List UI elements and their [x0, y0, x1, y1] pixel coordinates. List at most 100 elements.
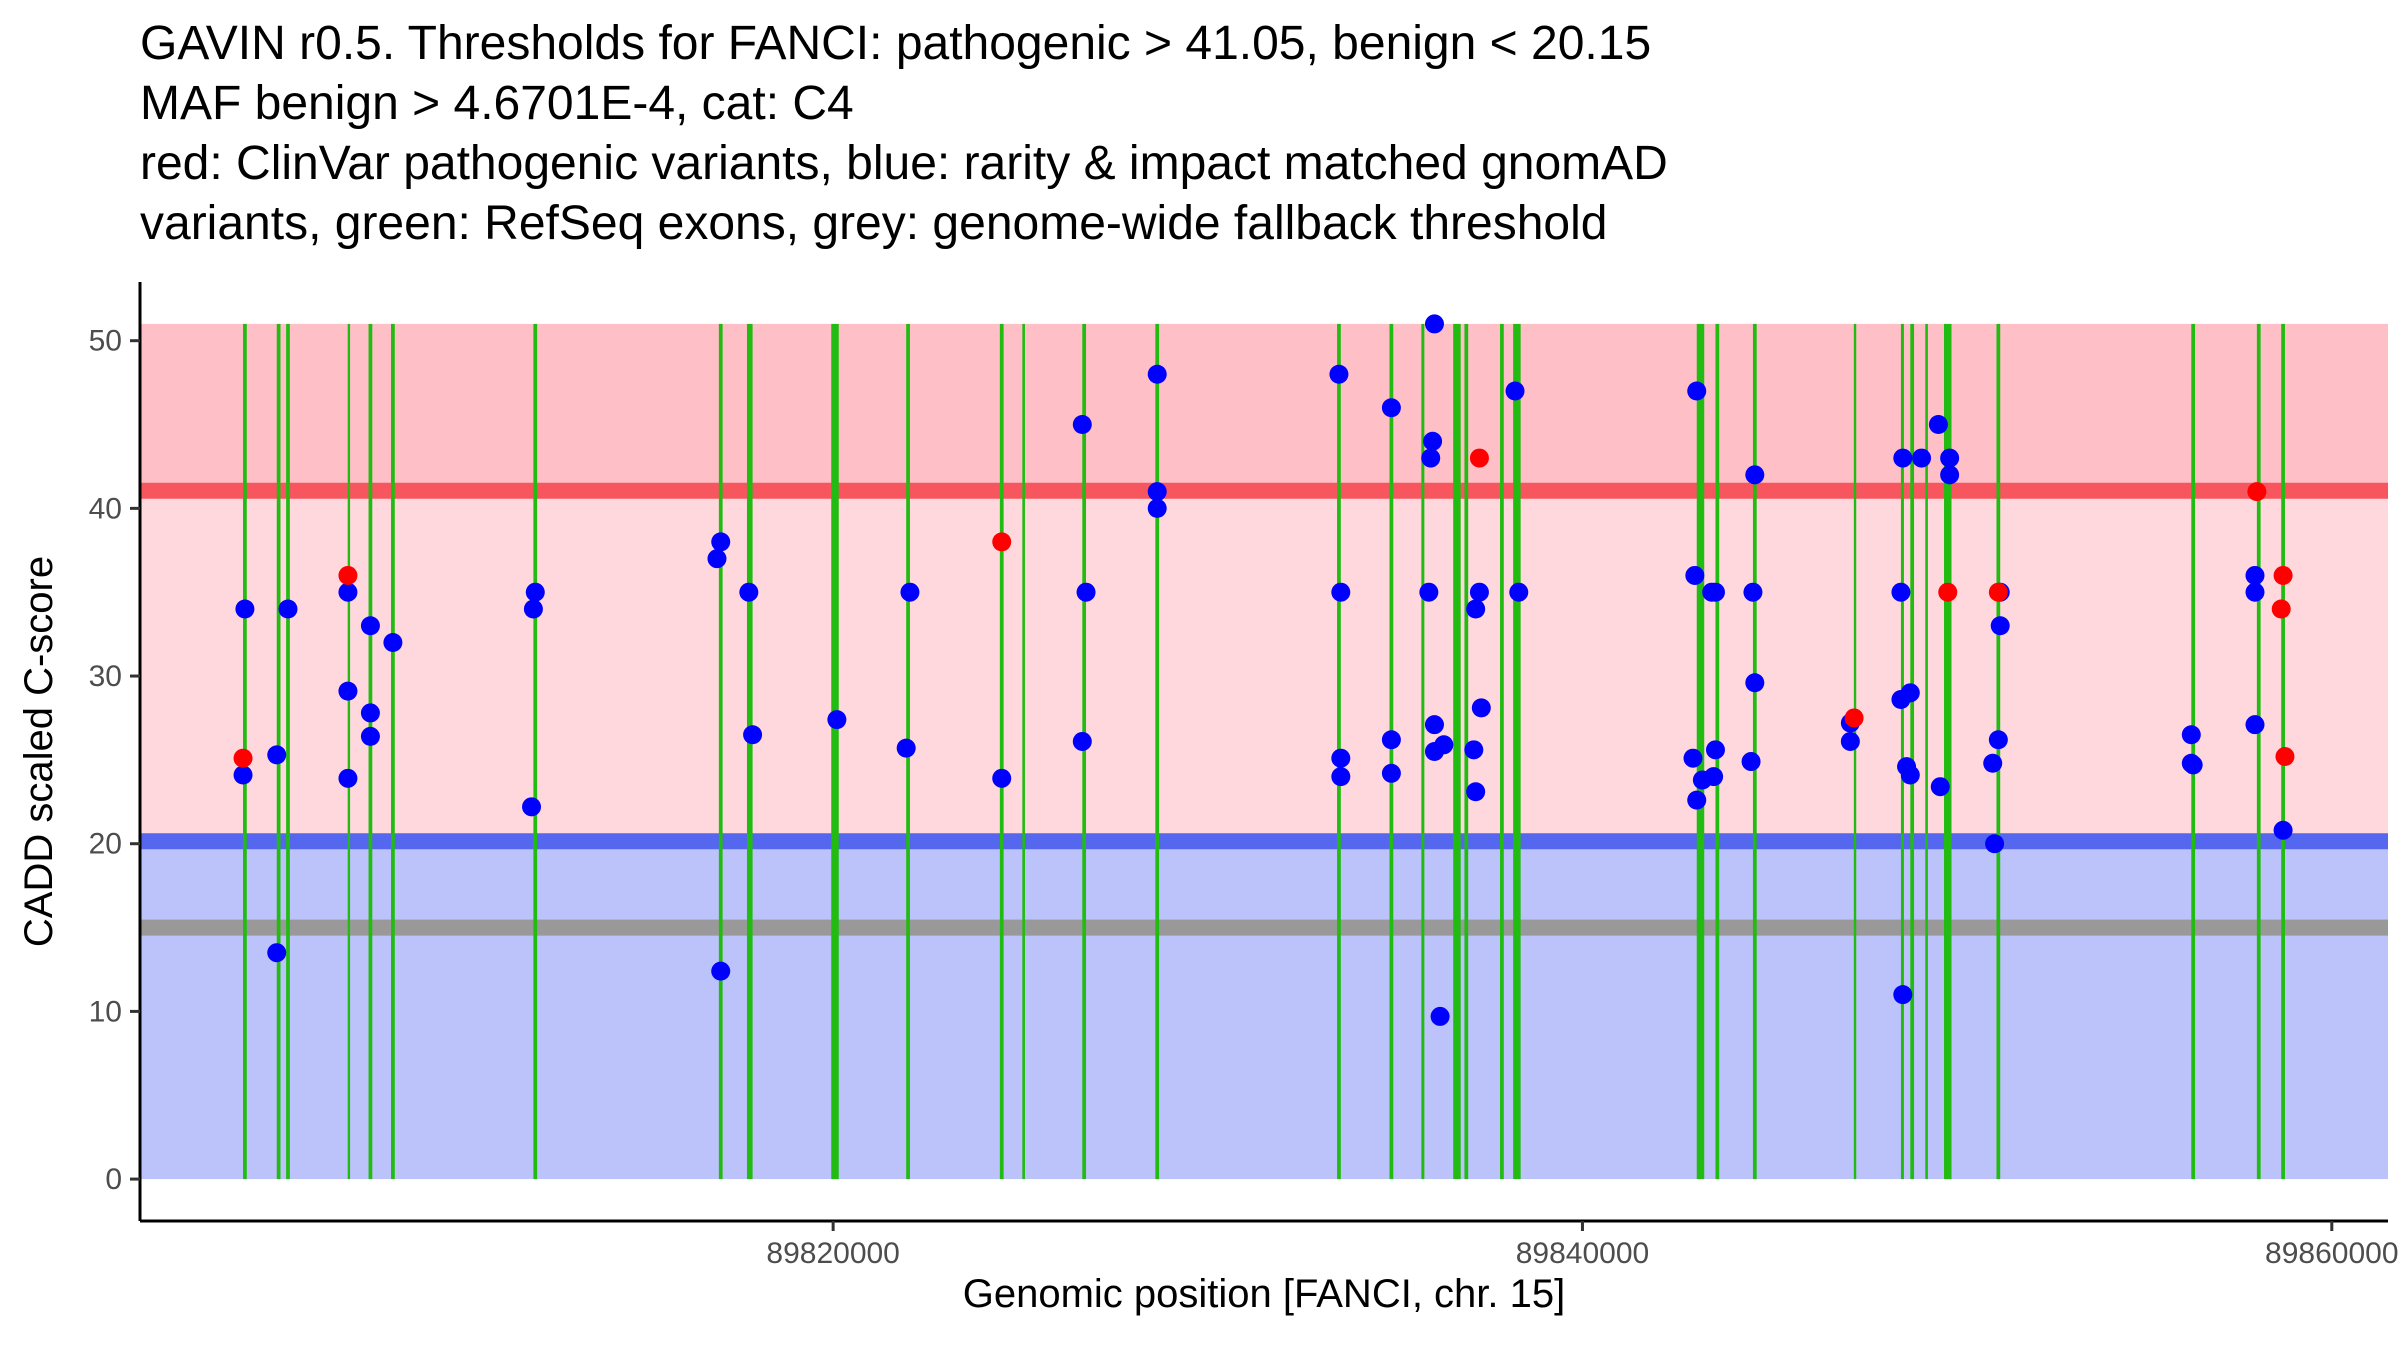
- gnomad-point: [1423, 431, 1443, 451]
- gnomad-point: [1147, 482, 1167, 502]
- gnomad-point: [992, 768, 1012, 788]
- title-line-2: MAF benign > 4.6701E-4, cat: C4: [140, 77, 854, 130]
- clinvar-point: [233, 748, 253, 768]
- gnomad-point: [1147, 364, 1167, 384]
- gnomad-point: [1072, 415, 1092, 435]
- gnomad-point: [1685, 565, 1705, 585]
- exon-line: [368, 323, 373, 1180]
- y-tick-label: 10: [89, 995, 122, 1028]
- exon-line: [1696, 323, 1705, 1180]
- gnomad-point: [522, 797, 542, 817]
- gnomad-point: [1928, 415, 1948, 435]
- exon-line: [999, 323, 1004, 1180]
- gnomad-point: [1704, 767, 1724, 787]
- exon-line: [1900, 323, 1904, 1180]
- chart-title: GAVIN r0.5. Thresholds for FANCI: pathog…: [140, 14, 1668, 254]
- y-tick-label: 50: [89, 325, 122, 358]
- gnomad-point: [1983, 753, 2003, 773]
- gnomad-point: [707, 549, 727, 569]
- gnomad-point: [1147, 498, 1167, 518]
- clinvar-point: [1469, 448, 1489, 468]
- x-tick-label: 89860000: [2265, 1237, 2398, 1270]
- gnomad-point: [1076, 582, 1096, 602]
- gnomad-point: [235, 599, 255, 619]
- gnomad-point: [1745, 673, 1765, 693]
- gnomad-point: [2245, 715, 2265, 735]
- region-pathogenic: [140, 323, 2388, 491]
- exon-line: [2256, 323, 2261, 1180]
- exon-line: [831, 323, 839, 1180]
- gnomad-point: [1745, 465, 1765, 485]
- gnomad-point: [1900, 683, 1920, 703]
- gnomad-point: [1464, 740, 1484, 760]
- gnomad-point: [2181, 753, 2201, 773]
- clinvar-point: [2275, 747, 2295, 767]
- exon-line: [1453, 323, 1461, 1180]
- title-line-1: GAVIN r0.5. Thresholds for FANCI: pathog…: [140, 17, 1652, 70]
- gnomad-point: [2181, 725, 2201, 745]
- region-benign: [140, 841, 2388, 1180]
- title-line-3: red: ClinVar pathogenic variants, blue: …: [140, 137, 1668, 190]
- gnomad-point: [267, 943, 287, 963]
- gnomad-point: [2273, 820, 2293, 840]
- score-regions: [140, 323, 2388, 1180]
- x-tick-label: 89820000: [766, 1237, 899, 1270]
- exon-line: [1082, 323, 1087, 1180]
- exon-line: [1022, 323, 1025, 1180]
- x-axis-title: Genomic position [FANCI, chr. 15]: [963, 1272, 1565, 1316]
- gnomad-point: [338, 582, 358, 602]
- gnomad-point: [900, 582, 920, 602]
- exon-line: [1910, 323, 1915, 1180]
- gnomad-point: [338, 768, 358, 788]
- gnomad-point: [1900, 765, 1920, 785]
- gnomad-point: [1988, 730, 2008, 750]
- y-tick-label: 20: [89, 828, 122, 861]
- gnomad-point: [1421, 448, 1441, 468]
- exon-line: [286, 323, 290, 1180]
- gnomad-point: [1912, 448, 1932, 468]
- gnomad-point: [1893, 448, 1913, 468]
- gnomad-point: [360, 616, 380, 636]
- exon-line: [347, 323, 351, 1180]
- exon-line: [746, 323, 753, 1180]
- gnomad-point: [827, 710, 847, 730]
- gnomad-point: [1683, 748, 1703, 768]
- gnomad-point: [1471, 698, 1491, 718]
- exon-line: [1513, 323, 1521, 1180]
- gnomad-point: [525, 582, 545, 602]
- gnomad-point: [1705, 740, 1725, 760]
- gnomad-point: [383, 633, 403, 653]
- exon-line: [1925, 323, 1928, 1180]
- x-tick-label: 89840000: [1516, 1237, 1649, 1270]
- clinvar-point: [1988, 582, 2008, 602]
- gnomad-point: [1930, 777, 1950, 797]
- exon-line: [1500, 323, 1504, 1180]
- gnomad-point: [2245, 582, 2265, 602]
- gnomad-point: [1466, 599, 1486, 619]
- gnomad-point: [278, 599, 298, 619]
- gnomad-point: [360, 703, 380, 723]
- clinvar-point: [2247, 482, 2267, 502]
- gnomad-point: [743, 725, 763, 745]
- gnomad-point: [1072, 731, 1092, 751]
- gnomad-point: [1424, 742, 1444, 761]
- gnomad-point: [1331, 582, 1351, 602]
- gnomad-point: [739, 582, 759, 602]
- exon-line: [718, 323, 723, 1180]
- gnomad-point: [2245, 565, 2265, 585]
- exon-line: [1944, 323, 1952, 1180]
- gnomad-point: [1381, 730, 1401, 750]
- gnomad-point: [896, 738, 916, 758]
- threshold-lines: [140, 482, 2388, 936]
- gnomad-point: [1505, 381, 1525, 401]
- exon-line: [1155, 323, 1160, 1180]
- gnomad-point: [1687, 790, 1707, 810]
- clinvar-point: [2273, 565, 2293, 585]
- exon-line: [533, 323, 538, 1180]
- gnomad-point: [1329, 364, 1349, 384]
- exon-line: [1853, 323, 1857, 1180]
- gnomad-point: [1743, 582, 1763, 602]
- gnomad-point: [1687, 381, 1707, 401]
- gnomad-point: [1509, 582, 1529, 602]
- gnomad-point: [360, 726, 380, 746]
